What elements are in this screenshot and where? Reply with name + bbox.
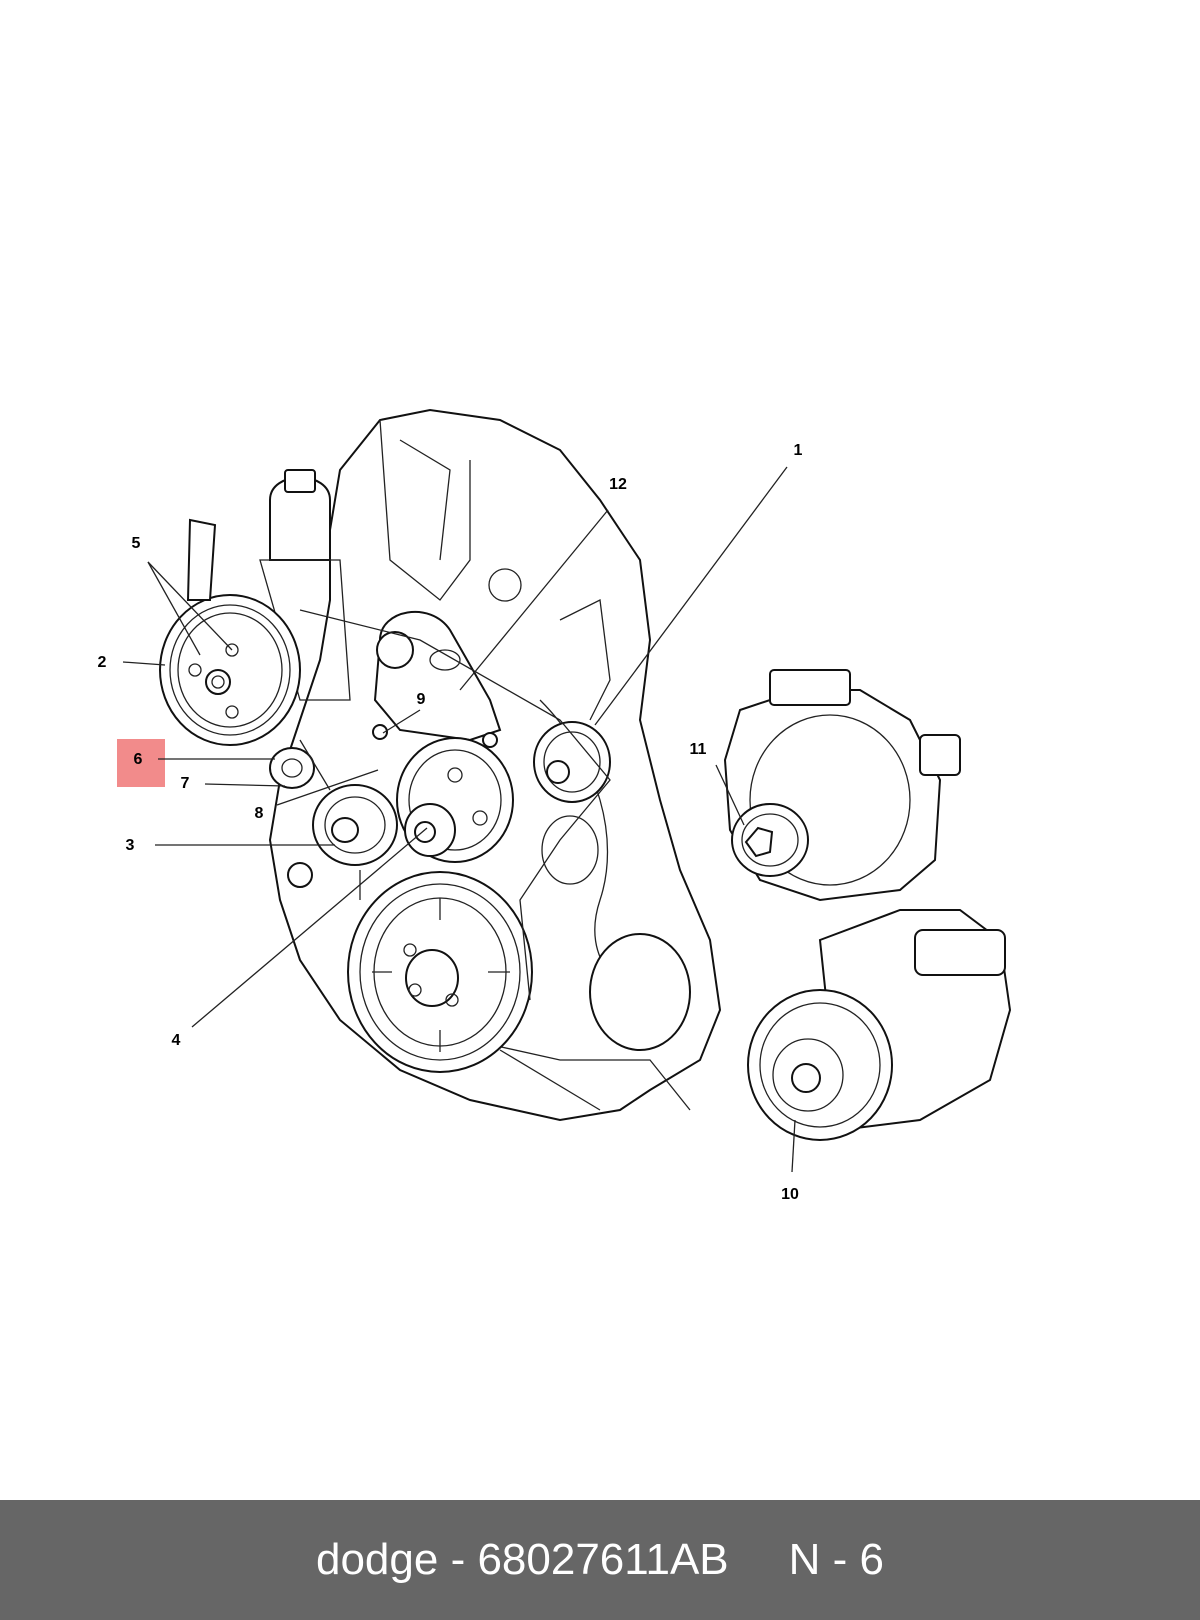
reservoir [259, 469, 351, 701]
footer-brand: dodge [315, 1535, 439, 1584]
callout-8: 8 [254, 805, 264, 822]
callout-2: 2 [97, 654, 107, 671]
tensioner-bracket [372, 611, 502, 748]
engine-accessory-drive-diagram [122, 408, 1012, 1173]
callout-5: 5 [131, 535, 141, 552]
idler-pulley-upper [533, 721, 611, 803]
cover-circles [541, 815, 691, 1051]
callout-6: 6 [133, 751, 143, 768]
callout-7: 7 [180, 775, 190, 792]
callout-highlight-6 [117, 739, 165, 787]
water-pump-pulley [396, 737, 514, 863]
callout-1: 1 [793, 442, 803, 459]
footer-ref-label: N - 6 [788, 1535, 885, 1584]
footer-part-number: 68027611AB [477, 1535, 729, 1584]
idler-pulley-small [269, 747, 315, 789]
callout-11: 11 [689, 741, 707, 758]
callout-3: 3 [125, 837, 135, 854]
callout-10: 10 [781, 1186, 799, 1203]
callout-9: 9 [416, 691, 426, 708]
leader-lines [122, 466, 796, 1173]
footer-separator: - [450, 1535, 466, 1584]
ac-compressor [747, 909, 1012, 1141]
callout-4: 4 [171, 1032, 181, 1049]
idler-pulley-3 [287, 784, 398, 888]
crankshaft-damper [347, 871, 533, 1073]
power-steering-pulley [159, 518, 301, 746]
footer-bar: dodge - 68027611AB N - 6 [0, 1500, 1200, 1620]
callout-12: 12 [609, 476, 627, 493]
alternator [723, 669, 961, 902]
